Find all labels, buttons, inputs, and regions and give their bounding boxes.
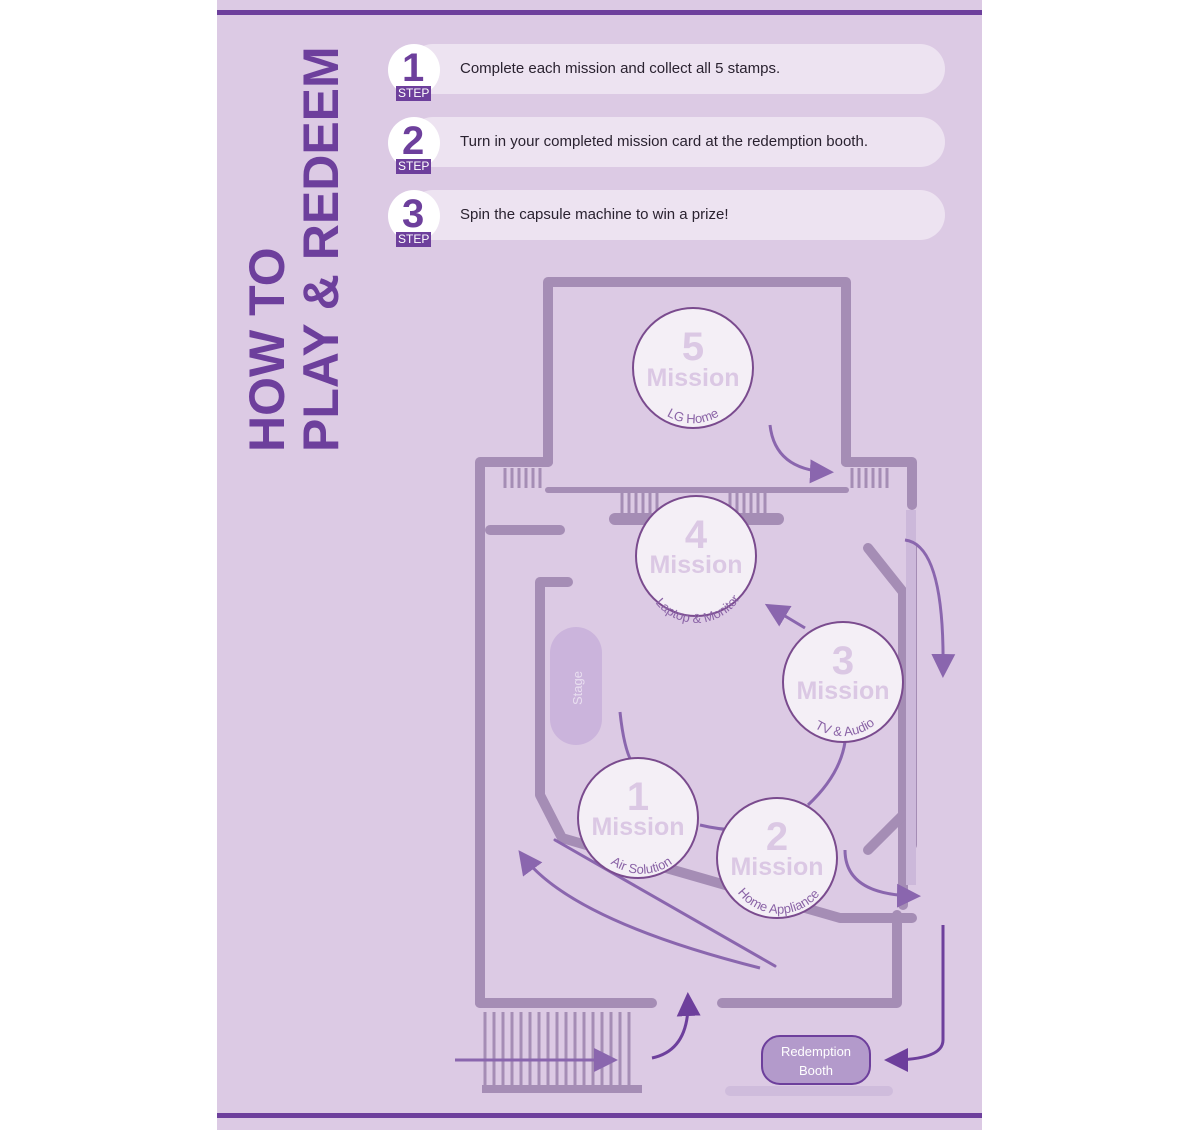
mission-2: 2 Mission Home Appliance (716, 797, 838, 919)
step-3: 3 STEP Spin the capsule machine to win a… (388, 190, 945, 247)
grates (482, 468, 889, 1093)
step-number: 2 (402, 119, 425, 163)
booth-label-line-1: Redemption (781, 1044, 851, 1059)
stage-label: Stage (570, 671, 585, 705)
mission-5: 5 Mission LG Home (632, 307, 754, 429)
mission-word: Mission (649, 551, 742, 579)
glass-door (906, 510, 916, 885)
step-pill (408, 190, 945, 240)
mission-1: 1 Mission Air Solution (577, 757, 699, 879)
step-pill (408, 44, 945, 94)
top-rule (217, 10, 982, 15)
mission-word: Mission (730, 853, 823, 881)
mission-number: 2 (766, 815, 788, 859)
mission-4: 4 Mission Laptop & Monitor (635, 495, 757, 626)
mission-zone: LG Home (665, 405, 721, 426)
step-number: 3 (402, 192, 425, 236)
poster-background (217, 0, 982, 1130)
step-tag: STEP (396, 159, 432, 174)
step-text: Spin the capsule machine to win a prize! (460, 206, 729, 223)
mission-3: 3 Mission TV & Audio (782, 621, 904, 743)
bottom-rule (217, 1113, 982, 1118)
mission-word: Mission (591, 813, 684, 841)
mission-number: 3 (832, 639, 854, 683)
step-text: Complete each mission and collect all 5 … (460, 60, 781, 77)
step-tag: STEP (396, 232, 432, 247)
booth-label-line-2: Booth (799, 1063, 833, 1078)
mission-number: 4 (685, 513, 708, 557)
step-1: 1 STEP Complete each mission and collect… (388, 44, 945, 101)
mission-number: 5 (682, 325, 704, 369)
mission-word: Mission (646, 364, 739, 392)
mission-number: 1 (627, 775, 649, 819)
mission-word: Mission (796, 677, 889, 705)
mission-zone: Air Solution (609, 853, 675, 876)
svg-text:Air Solution: Air Solution (609, 853, 675, 876)
redemption-booth: Redemption Booth (725, 1035, 893, 1096)
step-pill (408, 117, 945, 167)
step-tag: STEP (396, 86, 432, 101)
step-2: 2 STEP Turn in your completed mission ca… (388, 117, 945, 174)
step-text: Turn in your completed mission card at t… (460, 133, 868, 150)
step-number: 1 (402, 46, 425, 90)
stage: Stage (550, 627, 602, 745)
svg-text:LG Home: LG Home (665, 405, 721, 426)
